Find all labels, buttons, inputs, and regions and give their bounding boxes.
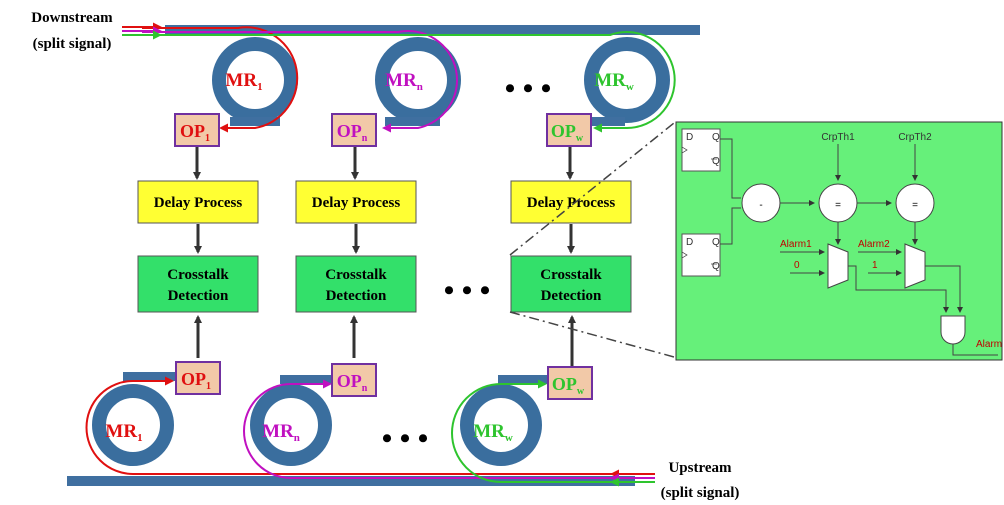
crpth1-label: CrpTh1 — [821, 132, 855, 143]
top-op-box-w: OPw — [546, 113, 592, 147]
bottom-op-box-n: OPn — [331, 363, 377, 397]
downstream-label: Downstream — [31, 10, 113, 26]
top-op-box-n: OPn — [331, 113, 377, 147]
bottom-ring-1 — [92, 372, 185, 466]
middle-ellipsis: • • • — [444, 274, 491, 307]
top-ring-w — [565, 37, 670, 126]
crosstalk-label-line2-n: Detection — [326, 288, 387, 304]
bottom-op-label-w: OPw — [552, 374, 585, 397]
bottom-op-label-n: OPn — [337, 371, 368, 394]
delay-process-box-n: Delay Process — [295, 180, 417, 224]
wire-mux2-to-and — [925, 265, 963, 313]
bottom-mr-label-n: MRn — [262, 421, 300, 444]
upstream-sublabel: (split signal) — [661, 485, 740, 501]
mux-1 — [827, 243, 849, 289]
crosstalk-detection-box-1: Crosstalk Detection — [137, 255, 259, 313]
svg-text:=: = — [912, 200, 918, 211]
svg-text:-: - — [759, 200, 762, 211]
svg-text:Q: Q — [712, 237, 720, 248]
and-gate — [940, 315, 966, 345]
top-op-label-n: OPn — [337, 121, 368, 144]
delay-process-box-w: Delay Process — [510, 180, 632, 224]
wire-ff2-to-sub — [720, 207, 741, 245]
bottom-ring-n — [250, 375, 342, 466]
svg-text:Q: Q — [712, 156, 720, 167]
zoom-line-top — [509, 122, 675, 256]
downstream-green-path — [122, 31, 676, 133]
crosstalk-label-line1-n: Crosstalk — [325, 267, 387, 283]
wire-ff1-to-sub — [720, 138, 741, 199]
top-mr-label-w: MRw — [594, 70, 634, 93]
svg-text:D: D — [686, 237, 693, 248]
delay-process-box-1: Delay Process — [137, 180, 259, 224]
downstream-sublabel: (split signal) — [33, 36, 112, 52]
alarm1-label: Alarm1 — [780, 239, 812, 250]
upstream-red-path — [85, 376, 612, 475]
delay-process-label-1: Delay Process — [154, 195, 243, 211]
svg-text:D: D — [686, 132, 693, 143]
top-ring-1 — [212, 37, 298, 126]
top-mr-label-1: MR1 — [225, 70, 262, 93]
comparator-2-node: = — [895, 183, 935, 223]
crosstalk-detection-box-w: Crosstalk Detection — [510, 255, 632, 313]
bottom-ellipsis: • • • — [382, 422, 429, 455]
bottom-op-box-1: OP1 — [175, 361, 221, 395]
top-ring-n — [375, 37, 461, 126]
flip-flop-2: D Q Q — [681, 233, 721, 277]
top-ellipsis: • • • — [505, 72, 552, 105]
top-op-label-1: OP1 — [180, 121, 210, 144]
delay-process-label-w: Delay Process — [527, 195, 616, 211]
svg-text:Q: Q — [712, 261, 720, 272]
alarm2-label: Alarm2 — [858, 239, 890, 250]
top-mr-label-n: MRn — [385, 70, 423, 93]
zoom-line-bottom — [509, 311, 675, 358]
bottom-ring-w — [460, 375, 550, 466]
upstream-green-path — [451, 379, 612, 483]
top-op-label-w: OPw — [551, 121, 584, 144]
bottom-op-label-1: OP1 — [181, 369, 211, 392]
bottom-bus-waveguide — [67, 476, 635, 486]
mux1-value-label: 0 — [794, 260, 800, 271]
mux2-value-label: 1 — [872, 260, 878, 271]
flip-flop-1: D Q Q — [681, 128, 721, 172]
crosstalk-label-line1-1: Crosstalk — [167, 267, 229, 283]
alarm-output-label: Alarm — [976, 339, 1002, 350]
crosstalk-label-line2-1: Detection — [168, 288, 229, 304]
svg-text:=: = — [835, 200, 841, 211]
crpth2-label: CrpTh2 — [898, 132, 932, 143]
crosstalk-detection-box-n: Crosstalk Detection — [295, 255, 417, 313]
comparator-1-node: = — [818, 183, 858, 223]
wire-mux1-to-and — [848, 265, 949, 313]
wire-and-output — [952, 344, 998, 356]
downstream-magenta-path — [142, 29, 459, 133]
crosstalk-label-line1-w: Crosstalk — [540, 267, 602, 283]
bottom-mr-label-1: MR1 — [105, 421, 142, 444]
top-op-box-1: OP1 — [174, 113, 220, 147]
inset-circuit-panel: D Q Q D Q Q - CrpTh1 = — [675, 121, 1003, 361]
crosstalk-label-line2-w: Detection — [541, 288, 602, 304]
delay-process-label-n: Delay Process — [312, 195, 401, 211]
downstream-red-path — [142, 26, 299, 133]
mux-2 — [904, 243, 926, 289]
bottom-mr-label-w: MRw — [473, 421, 513, 444]
upstream-label: Upstream — [668, 460, 732, 476]
subtractor-node: - — [741, 183, 781, 223]
top-bus-waveguide — [165, 25, 700, 35]
bottom-op-box-w: OPw — [547, 366, 593, 400]
upstream-magenta-path — [243, 379, 612, 479]
svg-text:Q: Q — [712, 132, 720, 143]
